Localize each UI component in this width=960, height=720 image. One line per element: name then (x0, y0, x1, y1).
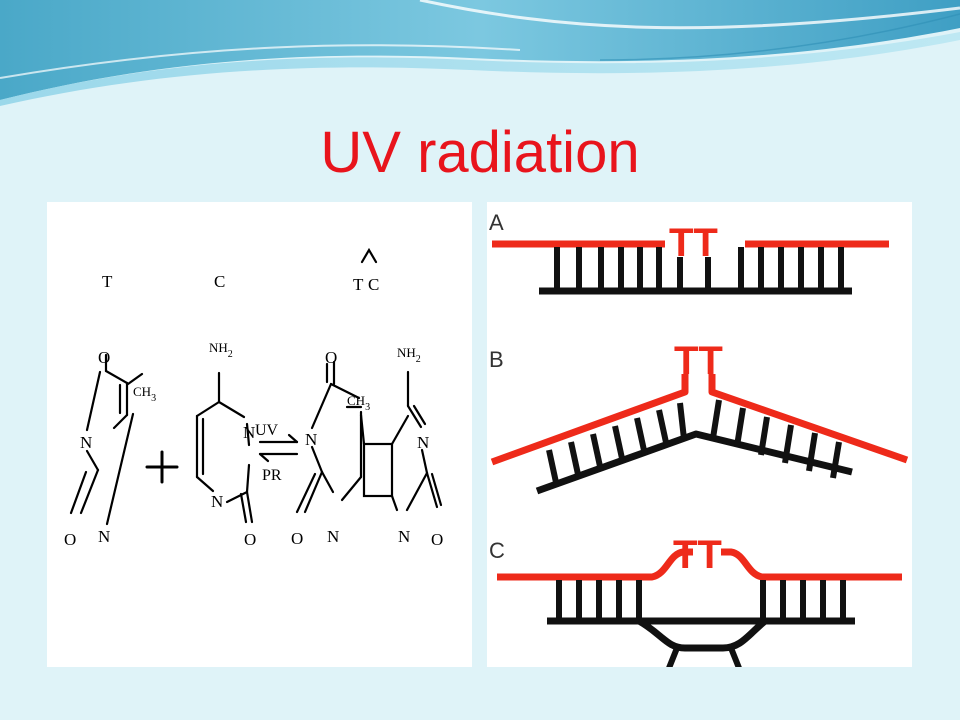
base-pair-b-left (677, 402, 687, 440)
base-pair-b-left (546, 449, 560, 488)
base-pair-b-left (656, 409, 670, 448)
panel-c-letter: C (489, 538, 505, 563)
strand-c-top-left (497, 548, 693, 581)
base-pair-b-left (634, 417, 648, 456)
dimer-nitrogen-left: N (305, 430, 317, 449)
base-pair-b-left (568, 441, 582, 480)
strand-b-top-left (490, 374, 689, 466)
strand-c-top-right (721, 548, 902, 581)
panel-a-tt-label: TT (669, 221, 718, 265)
uv-arrow-label: UV (255, 422, 279, 439)
dimer-nitrogen-bottom-left: N (327, 527, 339, 546)
panel-a-letter: A (489, 210, 504, 235)
dna-strands (490, 240, 909, 670)
cytosine-nitrogen-bottom: N (211, 492, 223, 511)
dimer-nitrogen-right: N (417, 433, 429, 452)
base-pair-b-right (830, 441, 842, 479)
thymine-nitrogen-left: N (80, 433, 92, 452)
thymine-label: T (102, 272, 113, 291)
thymine-methyl: CH3 (133, 384, 156, 404)
panel-b-tt-label: TT (674, 339, 723, 383)
cytosine-oxygen-bottom: O (244, 530, 256, 549)
cytosine-nitrogen-right: N (243, 423, 255, 442)
strand-b-bottom (535, 430, 853, 495)
base-pair-b-left (590, 433, 604, 472)
dimer-nitrogen-bottom-right: N (398, 527, 410, 546)
dimer-amine: NH2 (397, 345, 421, 365)
dimer-methyl: CH3 (347, 393, 370, 413)
dimer-oxygen-bottom-right: O (431, 530, 443, 549)
thymine-nitrogen-bottom: N (98, 527, 110, 546)
slide-title: UV radiation (320, 120, 640, 185)
dimer-label-c: C (368, 275, 379, 294)
base-pair-b-right (710, 399, 722, 439)
dimer-oxygen-top: O (325, 348, 337, 367)
base-pair-b-right (806, 432, 818, 472)
panel-b-letter: B (489, 347, 504, 372)
dimer-oxygen-bottom-left: O (291, 529, 303, 548)
panel-c-tt-label: TT (673, 533, 722, 577)
dna-thymine-dimer-diagram: A B C TT TT TT (487, 202, 912, 670)
base-pair-b-right (734, 407, 746, 447)
dimer-label-t: T (353, 275, 364, 294)
cytosine-amine: NH2 (209, 340, 233, 360)
base-pair-b-left (612, 425, 626, 464)
thymine-cytosine-dimer-diagram: T C T C O N O N CH3 NH2 N N O UV PR O N … (47, 202, 472, 667)
thymine-oxygen-bottom: O (64, 530, 76, 549)
bubble-base-c-1 (666, 646, 680, 670)
strand-b-top-right (708, 374, 909, 464)
bubble-base-c-2 (728, 646, 742, 670)
base-pair-b-right (782, 424, 794, 464)
base-pair-b-right (758, 416, 770, 456)
pr-arrow-label: PR (262, 467, 282, 484)
cytosine-label: C (214, 272, 225, 291)
thymine-oxygen-top: O (98, 348, 110, 367)
header-wave-decoration (0, 0, 960, 110)
bubble-c-bottom (637, 617, 768, 652)
